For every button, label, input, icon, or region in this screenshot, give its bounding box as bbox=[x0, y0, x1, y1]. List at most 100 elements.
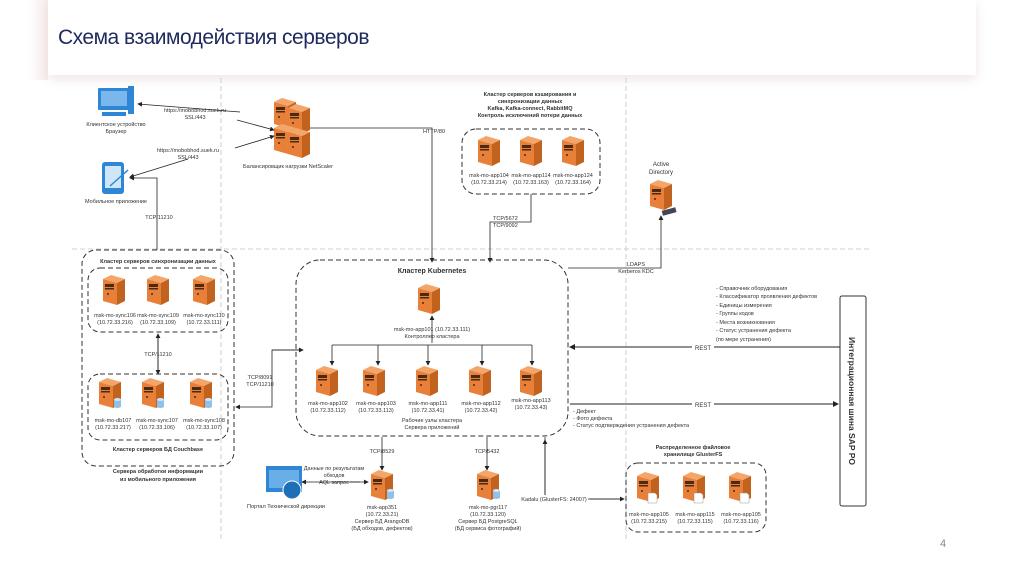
title-card bbox=[28, 0, 976, 80]
kafka-cluster-title-3: Kafka, Kafka-connect, RabbitMQ bbox=[488, 106, 574, 112]
web-portal-icon bbox=[266, 466, 302, 500]
tcp8529-label: TCP/8529 bbox=[370, 449, 395, 455]
browser-ssl-label: SSL/443 bbox=[184, 115, 205, 121]
tcp5432-label: TCP/5432 bbox=[475, 449, 500, 455]
sync-server-name: msk-mo-sync109 bbox=[137, 313, 179, 319]
worker-name: msk-mo-app102 bbox=[308, 401, 348, 407]
postgres-role-detail: (БД сервиса фотографий) bbox=[455, 525, 522, 532]
mobile-url-label: https://mobobhod.suek.ru bbox=[157, 148, 219, 154]
rest-out-label: REST bbox=[695, 403, 711, 409]
arangodb-ip: (10.72.33.21) bbox=[366, 512, 399, 518]
sync-server-name: msk-mo-sync106 bbox=[94, 313, 136, 319]
database-icon bbox=[205, 398, 212, 408]
kafka-server-ip: (10.72.33.214) bbox=[471, 180, 507, 186]
tcp-label-mobile-sync: TCP/11210 bbox=[145, 215, 172, 221]
http-label: HTTP/80 bbox=[423, 129, 445, 135]
server-icon bbox=[478, 136, 500, 166]
database-icon bbox=[387, 489, 394, 499]
couchbase-server-ip: (10.72.33.217) bbox=[95, 425, 131, 431]
kafka-server-ip: (10.72.33.163) bbox=[513, 180, 549, 186]
couchbase-server-name: msk-mo-db107 bbox=[95, 418, 132, 424]
kafka-servers bbox=[478, 136, 584, 166]
arangodb-role-detail: (БД обходов, дефектов) bbox=[351, 526, 412, 532]
portal-data-label-1: Данные по результатам bbox=[304, 466, 365, 472]
ldaps-label: LDAPS bbox=[627, 262, 645, 268]
worker-ip: (10.72.33.43) bbox=[515, 405, 548, 411]
ad-label-1: Active bbox=[653, 162, 670, 168]
sync-server-ip: (10.72.33.109) bbox=[140, 320, 176, 326]
link-k8s-gluster bbox=[544, 437, 620, 500]
svg-text:- Дефект: - Дефект bbox=[573, 409, 596, 415]
sync-server-name: msk-mo-sync110 bbox=[183, 313, 224, 319]
active-directory-server-icon bbox=[650, 180, 672, 210]
database-icon bbox=[493, 489, 500, 499]
svg-text:- Места возникновения: - Места возникновения bbox=[716, 320, 775, 326]
server-icon bbox=[562, 136, 584, 166]
sap-po-bus bbox=[839, 295, 867, 507]
browser-label: Клиентское устройство bbox=[86, 121, 145, 128]
postgres-role: Сервер БД PostgreSQL bbox=[458, 519, 517, 525]
couchbase-server-ip: (10.72.33.107) bbox=[186, 425, 222, 431]
kafka-cluster-title-1: Кластер серверов кэширования и bbox=[484, 92, 577, 98]
link-kafka-k8s bbox=[487, 194, 532, 263]
kadalu-label: Kadalu (GlusterFS: 24007) bbox=[521, 497, 587, 503]
link-mobile bbox=[129, 158, 189, 179]
browser-url-label: https://mobobhod.suek.ru bbox=[164, 108, 226, 114]
sync-cluster-box bbox=[87, 267, 229, 333]
desktop-computer-icon bbox=[98, 86, 134, 116]
svg-text:- Статус устранения дефекта: - Статус устранения дефекта bbox=[716, 328, 792, 334]
couchbase-server-name: msk-mo-sync108 bbox=[183, 418, 225, 424]
worker-ip: (10.72.33.113) bbox=[358, 408, 394, 414]
svg-text:- Группы кодов: - Группы кодов bbox=[716, 311, 754, 317]
keyboard-icon bbox=[661, 207, 677, 216]
file-icon bbox=[739, 492, 750, 504]
arangodb-name: msk-app351 bbox=[367, 505, 397, 511]
link-k8s-ad bbox=[568, 215, 664, 269]
kubernetes-title: Кластер Kubernetes bbox=[398, 268, 467, 275]
gluster-server-ip: (10.72.33.115) bbox=[677, 519, 713, 525]
gluster-server-ip: (10.72.33.215) bbox=[631, 519, 667, 525]
kerberos-label: Kerberos KDC bbox=[618, 269, 653, 275]
couchbase-server-name: msk-mo-sync107 bbox=[136, 418, 178, 424]
tablet-icon bbox=[102, 162, 129, 194]
sap-po-label: Интеграционная шина SAP PO bbox=[847, 337, 857, 465]
server-icon bbox=[193, 275, 215, 305]
svg-text:- Фото дефекта: - Фото дефекта bbox=[573, 416, 613, 422]
svg-text:- Классификатор проявления деф: - Классификатор проявления дефектов bbox=[716, 294, 817, 300]
tcp9092-label: TCP/9092 bbox=[493, 223, 518, 229]
file-icon bbox=[693, 492, 704, 504]
workers-label-2: Сервера приложений bbox=[405, 424, 460, 431]
database-icon bbox=[114, 398, 121, 408]
gluster-server-ip: (10.72.33.116) bbox=[723, 519, 759, 525]
kafka-cluster-title-4: Контроль исключений потери данных bbox=[478, 112, 583, 119]
gluster-server-name: msk-mo-app115 bbox=[675, 512, 714, 518]
server-icon bbox=[103, 275, 125, 305]
portal-data-label-3: AQL запрос bbox=[319, 480, 349, 486]
file-icon bbox=[647, 492, 658, 504]
page-title: Схема взаимодействия серверов bbox=[58, 26, 370, 49]
tcp5672-label: TCP/5672 bbox=[493, 216, 518, 222]
tcp-label-couchbase: TCP/11210 bbox=[144, 352, 171, 358]
worker-ip: (10.72.33.112) bbox=[310, 408, 346, 414]
database-icon bbox=[157, 398, 164, 408]
sync-cluster-title: Кластер серверов синхронизации данных bbox=[100, 259, 217, 265]
netscaler-label: Балансировщик нагрузки NetScaler bbox=[243, 164, 333, 170]
worker-server-icon bbox=[469, 366, 491, 396]
mobile-processing-box bbox=[81, 249, 235, 467]
worker-name: msk-mo-app111 bbox=[409, 401, 448, 407]
portal-label: Портал Технической дирекции bbox=[247, 503, 325, 510]
link-browser bbox=[137, 101, 241, 113]
worker-ip: (10.72.33.42) bbox=[465, 408, 498, 414]
link-netscaler-k8s bbox=[310, 127, 435, 263]
server-icon bbox=[520, 136, 542, 166]
netscaler-server-icon bbox=[274, 98, 310, 158]
portal-data-label-2: обходов bbox=[324, 473, 345, 479]
worker-name: msk-mo-app103 bbox=[356, 401, 396, 407]
couchbase-cluster-box bbox=[87, 373, 229, 441]
worker-ip: (10.72.33.41) bbox=[412, 408, 445, 414]
postgres-name: msk-mo-pgr117 bbox=[469, 505, 507, 511]
mobile-ssl-label: SSL/443 bbox=[177, 155, 198, 161]
kafka-cluster-title-2: синхронизации данных bbox=[498, 99, 564, 105]
rest-in-label: REST bbox=[695, 346, 711, 352]
